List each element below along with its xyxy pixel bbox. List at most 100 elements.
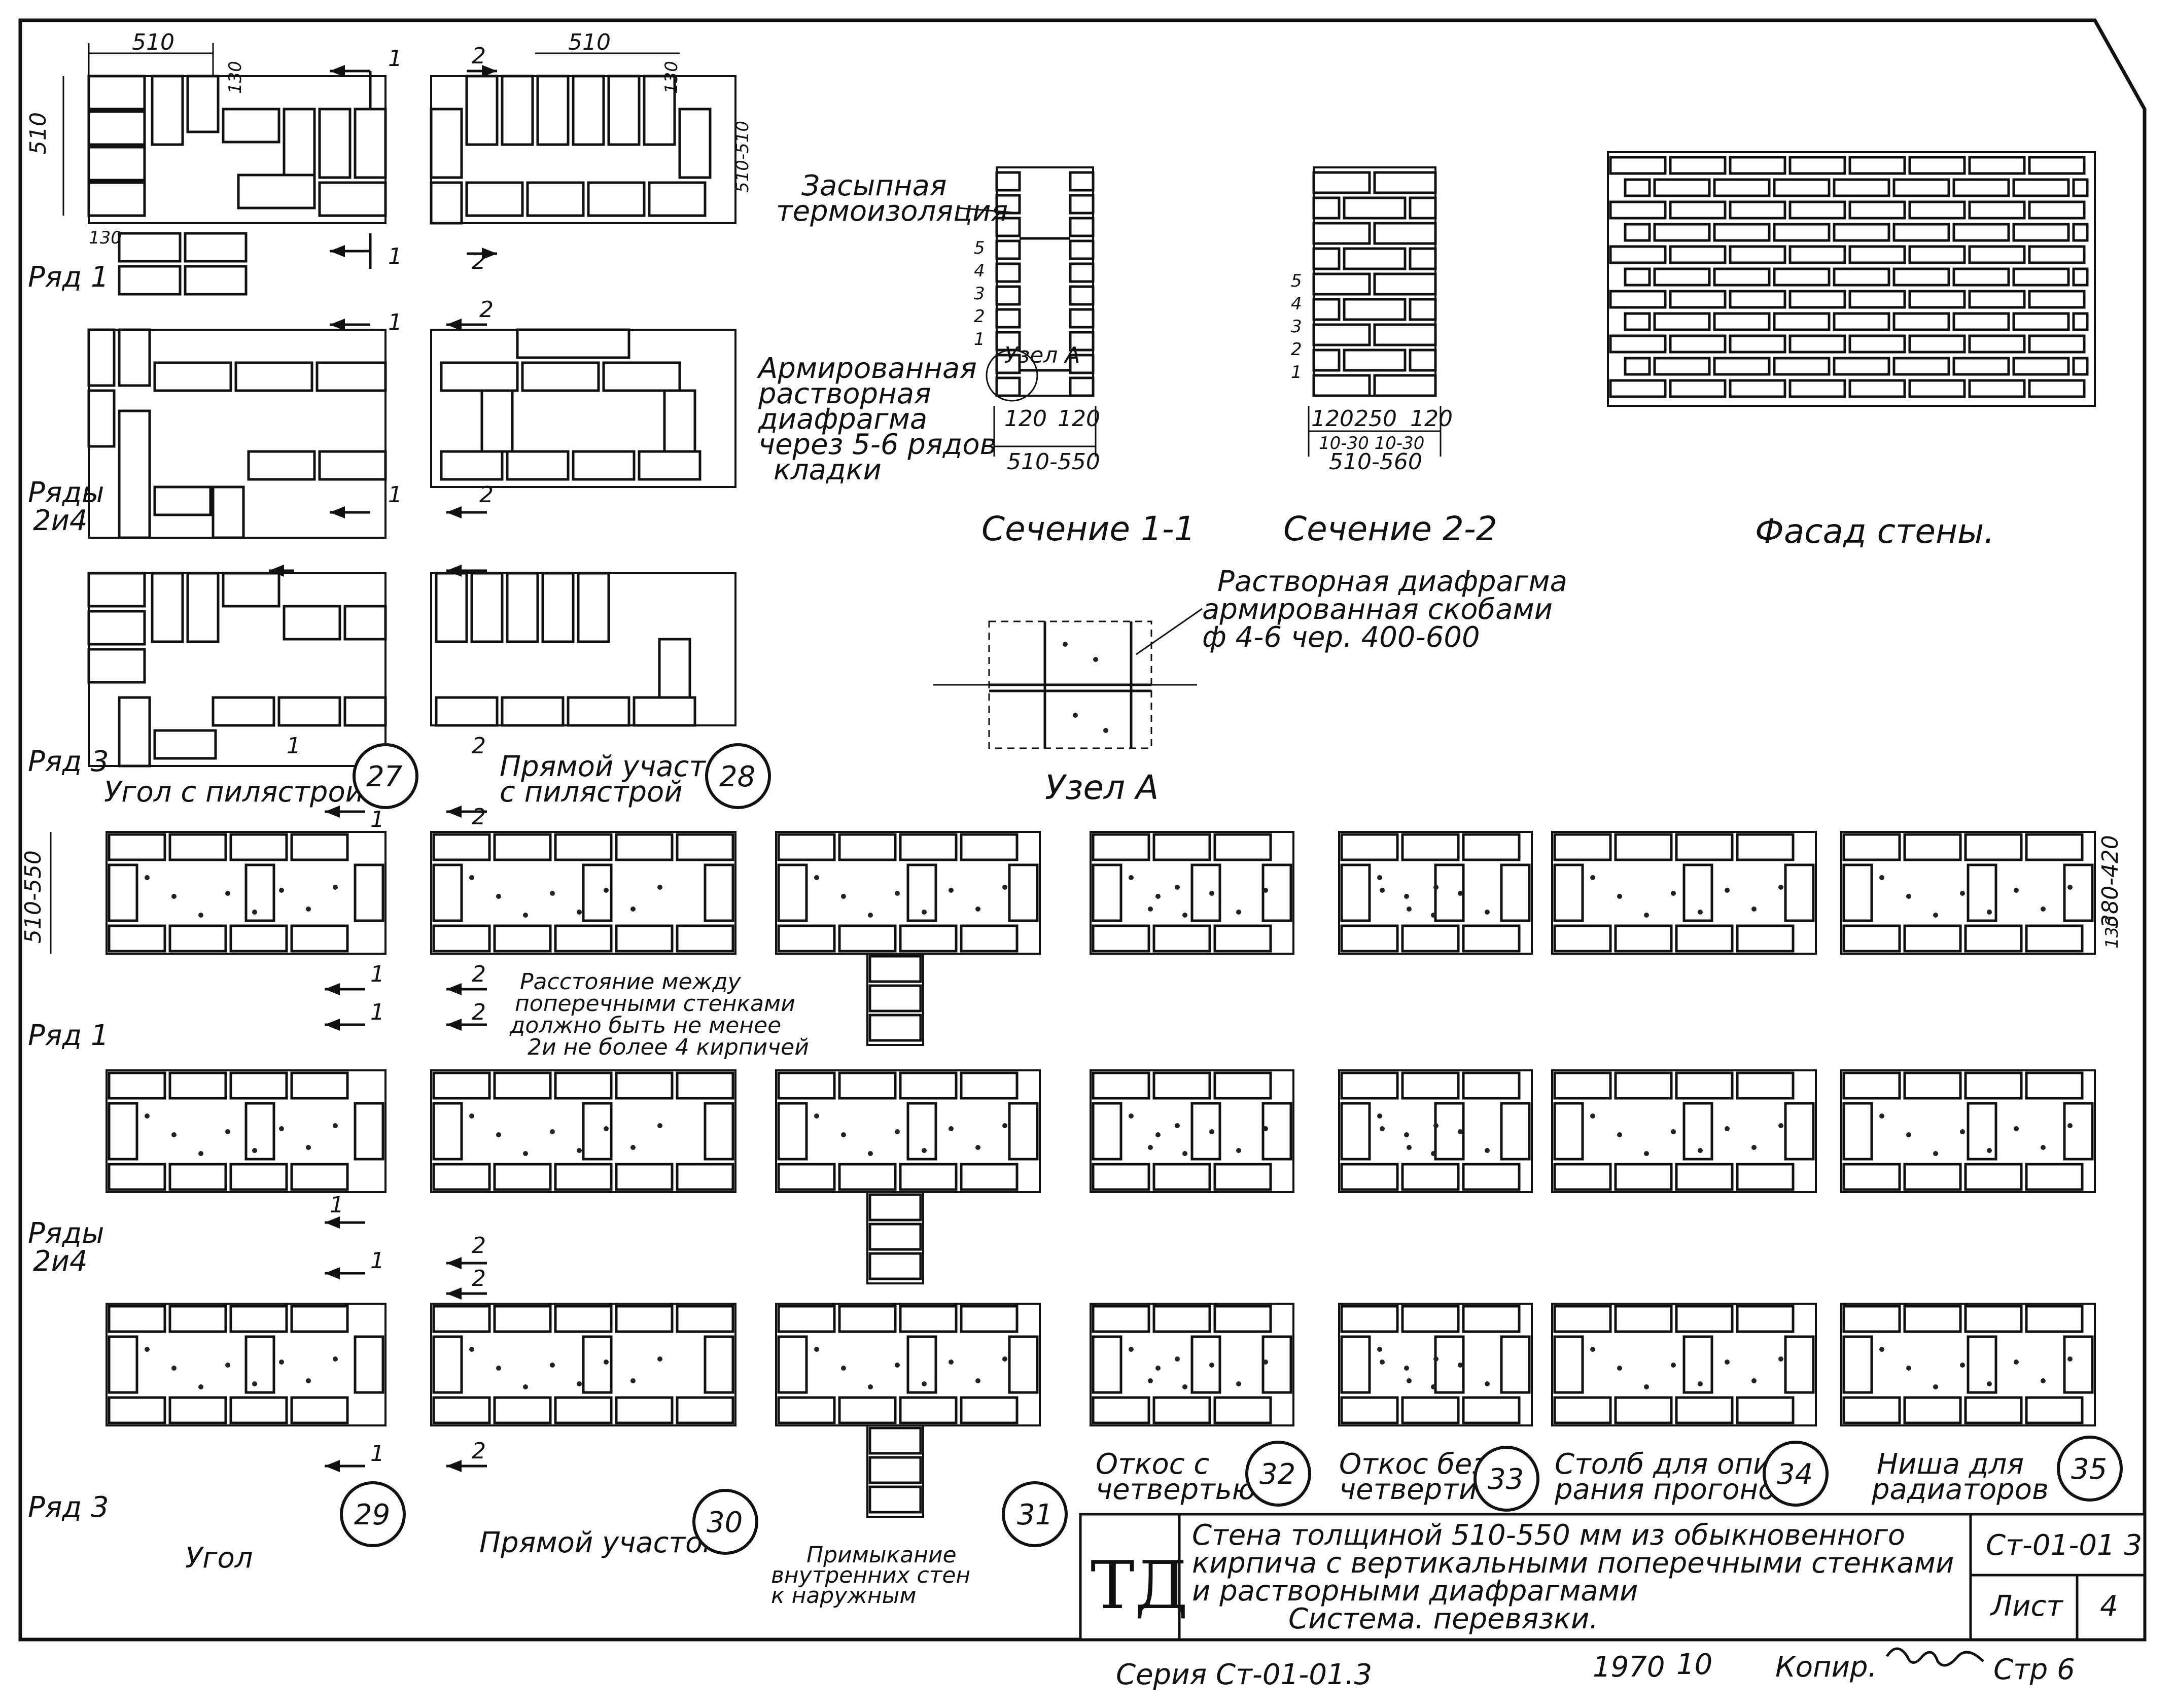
fill-dot — [841, 894, 846, 899]
brick — [1842, 863, 1873, 922]
fill-dot — [1698, 910, 1703, 915]
brick — [1152, 1071, 1211, 1100]
sheet-label: Лист — [1990, 1590, 2063, 1623]
mark-1a: 1 — [388, 46, 402, 72]
title-line-1: Стена толщиной 510-550 мм из обыкновенно… — [1192, 1519, 1905, 1552]
label-rows24-top-a: Ряды — [28, 476, 104, 509]
node-a-label-a: Растворная диафрагма — [1217, 565, 1567, 598]
brick — [290, 1396, 349, 1424]
fill-dot — [1182, 1384, 1187, 1389]
fill-dot — [333, 1356, 338, 1362]
fill-dot — [252, 910, 257, 915]
bmark-2c: 2 — [472, 999, 486, 1025]
brick — [432, 1305, 491, 1333]
brick — [1261, 1102, 1292, 1161]
facade-brick — [2012, 267, 2070, 287]
brick — [1340, 1102, 1371, 1161]
fill-dot — [1129, 1347, 1134, 1352]
fill-dot — [1933, 1151, 1938, 1156]
brick — [1152, 1305, 1211, 1333]
brick — [838, 1396, 897, 1424]
fill-dot — [841, 1366, 846, 1371]
brick — [1903, 1305, 1962, 1333]
mark-2c: 2 — [479, 297, 494, 323]
brick — [838, 1305, 897, 1333]
fill-dot — [604, 888, 609, 893]
fill-dot — [895, 1129, 900, 1134]
row24-corner — [87, 328, 387, 539]
s11-dim-b: 120 — [1058, 406, 1100, 432]
brick — [777, 1335, 808, 1394]
brick — [899, 924, 958, 953]
brick — [1213, 833, 1272, 861]
facade-brick — [1848, 156, 1906, 175]
wall-facade: Фасад стены. — [1607, 151, 2096, 551]
fill-dot — [868, 1384, 873, 1389]
diaphragm-label-e: кладки — [774, 454, 882, 486]
facade-brick — [2072, 357, 2089, 376]
fill-dot — [2067, 885, 2073, 890]
brick — [1614, 1071, 1673, 1100]
brick — [554, 1396, 613, 1424]
brick — [229, 1071, 288, 1100]
facade-brick — [1609, 290, 1667, 309]
s22-dim-total: 510-560 — [1329, 449, 1422, 475]
brick — [354, 1102, 384, 1161]
facade-brick — [1713, 178, 1771, 197]
fill-dot — [198, 1151, 203, 1156]
fill-dot — [1407, 907, 1412, 912]
facade-brick — [1908, 245, 1966, 264]
brick — [1213, 924, 1272, 953]
fill-dot — [1380, 1126, 1385, 1131]
number-28: 28 — [719, 760, 755, 793]
fill-dot — [922, 1381, 927, 1386]
bmark-2b: 2 — [472, 961, 486, 987]
fill-dot — [1236, 1381, 1241, 1386]
s11-row-3: 3 — [974, 284, 985, 304]
fill-dot — [630, 1378, 636, 1383]
facade-brick — [1624, 223, 1651, 242]
brick — [244, 1335, 275, 1394]
brick — [1152, 1163, 1211, 1191]
fill-dot — [2067, 1356, 2073, 1362]
facade-brick — [1729, 379, 1786, 398]
facade-brick — [1609, 200, 1667, 220]
fill-label-a: Засыпная — [801, 169, 946, 202]
number-33: 33 — [1488, 1463, 1524, 1496]
facade-brick — [1968, 200, 2026, 220]
fill-dot — [496, 894, 501, 899]
fill-dot — [1431, 1151, 1436, 1156]
note-line-4: 2и не более 4 кирпичей — [528, 1034, 809, 1060]
diaphragm-label-b: растворная — [758, 377, 931, 410]
fill-dot — [604, 1126, 609, 1131]
brick — [432, 1163, 491, 1191]
brick — [1903, 833, 1962, 861]
fill-dot — [1644, 1384, 1649, 1389]
brick — [1462, 1163, 1521, 1191]
footer-page: Стр 6 — [1993, 1653, 2075, 1686]
facade-brick — [2012, 357, 2070, 376]
caption-35-b: радиаторов — [1871, 1473, 2049, 1506]
facade-brick — [1653, 267, 1711, 287]
brick — [1964, 833, 2023, 861]
brick — [1553, 1071, 1612, 1100]
fill-dot — [1209, 1363, 1214, 1368]
s11-dim-a: 120 — [1004, 406, 1047, 432]
label-rows24-bottom-a: Ряды — [28, 1217, 104, 1250]
s22-row-3: 3 — [1291, 317, 1302, 337]
brick — [1401, 1305, 1460, 1333]
brick — [432, 1396, 491, 1424]
s11-right-bricks — [1069, 171, 1095, 397]
brick — [1152, 1396, 1211, 1424]
brick — [777, 1071, 836, 1100]
brick — [868, 1485, 922, 1514]
fill-dot — [1671, 1363, 1676, 1368]
brick — [1092, 1335, 1122, 1394]
brick — [108, 1335, 138, 1394]
fill-dot — [1263, 1126, 1268, 1131]
brick — [868, 1252, 922, 1280]
bottom-dimensions: 510-550 380-420 130 — [20, 832, 2123, 954]
fill-dot — [1725, 1360, 1730, 1365]
brick — [1500, 1335, 1531, 1394]
brick — [2063, 1335, 2094, 1394]
